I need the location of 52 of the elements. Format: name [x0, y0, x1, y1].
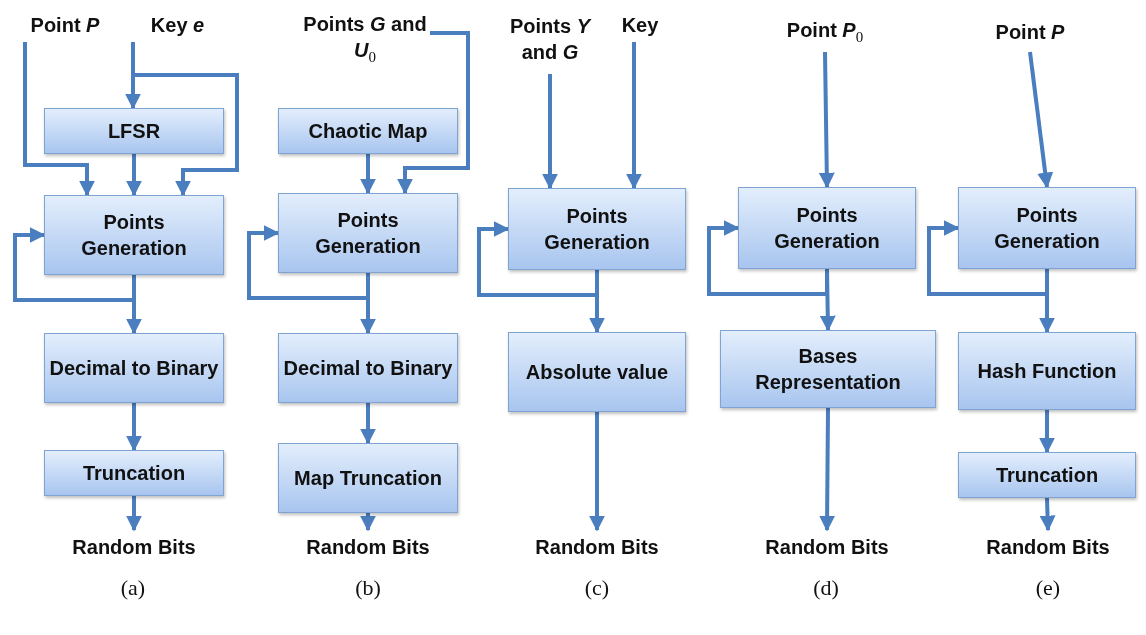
- arrow: [819, 408, 836, 532]
- input-label: Point P: [10, 8, 120, 42]
- arrow: [360, 154, 376, 195]
- arrow: [542, 74, 558, 190]
- output-label: Random Bits: [500, 530, 694, 564]
- process-box: Truncation: [44, 450, 224, 496]
- process-box: Map Truncation: [278, 443, 458, 513]
- arrow: [360, 513, 376, 532]
- process-box: Chaotic Map: [278, 108, 458, 154]
- process-box: Truncation: [958, 452, 1136, 498]
- process-box: Points Generation: [508, 188, 686, 270]
- input-label: Key: [612, 8, 668, 42]
- arrow: [360, 403, 376, 445]
- arrow: [126, 154, 142, 197]
- process-box: Points Generation: [278, 193, 458, 273]
- arrow: [1028, 51, 1054, 189]
- input-label: Point P: [975, 12, 1085, 52]
- process-box: Hash Function: [958, 332, 1136, 410]
- process-box: LFSR: [44, 108, 224, 154]
- process-box: Bases Representation: [720, 330, 936, 408]
- arrow: [131, 42, 239, 197]
- process-box: Decimal to Binary: [44, 333, 224, 403]
- arrow: [818, 51, 835, 189]
- process-box: Points Generation: [44, 195, 224, 275]
- input-label: Points Y and G: [495, 4, 605, 74]
- output-label: Random Bits: [950, 530, 1146, 564]
- arrow: [126, 496, 142, 532]
- arrow: [23, 42, 95, 197]
- panel-caption: (d): [812, 575, 840, 601]
- process-box: Absolute value: [508, 332, 686, 412]
- panel-caption: (c): [583, 575, 611, 601]
- arrow: [1039, 497, 1056, 532]
- arrow: [1039, 269, 1055, 334]
- process-box: Decimal to Binary: [278, 333, 458, 403]
- arrow: [589, 412, 605, 532]
- arrow: [126, 403, 142, 452]
- process-box: Points Generation: [738, 187, 916, 269]
- output-label: Random Bits: [270, 530, 466, 564]
- process-box: Points Generation: [958, 187, 1136, 269]
- output-label: Random Bits: [44, 530, 224, 564]
- panel-caption: (b): [354, 575, 382, 601]
- arrow: [626, 42, 642, 190]
- output-label: Random Bits: [730, 530, 924, 564]
- panel-caption: (a): [119, 575, 147, 601]
- input-label: Points G and U$_{0}$: [300, 4, 430, 74]
- arrow: [819, 268, 836, 332]
- arrow: [1039, 410, 1055, 454]
- panel-caption: (e): [1034, 575, 1062, 601]
- arrow: [397, 31, 470, 195]
- input-label: Key e: [120, 8, 235, 42]
- input-label: Point P$_{0}$: [755, 12, 895, 52]
- arrow: [360, 273, 376, 335]
